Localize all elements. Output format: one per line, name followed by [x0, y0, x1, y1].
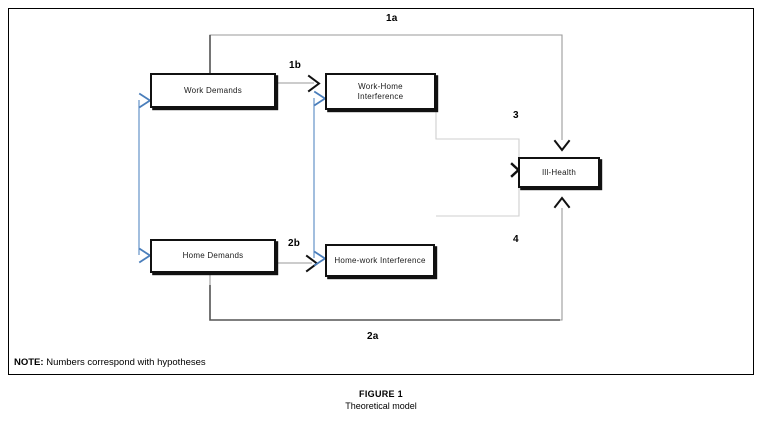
figure-caption-title: FIGURE 1	[359, 389, 403, 399]
node-home-demands-label: Home Demands	[182, 251, 244, 260]
node-home-work-interference: Home-work Interference	[325, 244, 435, 277]
figure-note: NOTE: Numbers correspond with hypotheses	[14, 357, 206, 368]
hypothesis-label-4: 4	[513, 234, 519, 245]
node-work-home-interference: Work-Home Interference	[325, 73, 436, 110]
figure-caption: FIGURE 1 Theoretical model	[0, 388, 762, 412]
figure-note-prefix: NOTE:	[14, 357, 44, 368]
hypothesis-label-3: 3	[513, 110, 519, 121]
node-whi-label-line2: Interference	[357, 91, 404, 101]
node-work-demands-label: Work Demands	[184, 85, 242, 95]
node-home-demands: Home Demands	[150, 239, 276, 273]
node-home-work-interference-label: Home-work Interference	[334, 255, 426, 265]
node-work-home-interference-label: Work-Home Interference	[358, 82, 404, 102]
node-ill-health-label: Ill-Health	[541, 167, 577, 177]
figure-caption-subtitle: Theoretical model	[345, 401, 417, 412]
hypothesis-label-2a: 2a	[367, 331, 379, 342]
node-work-demands: Work Demands	[150, 73, 276, 108]
node-whi-label-line1: Work-Home	[358, 81, 403, 91]
figure-note-text: Numbers correspond with hypotheses	[43, 357, 206, 368]
hypothesis-label-2b: 2b	[288, 238, 301, 249]
hypothesis-label-1b: 1b	[289, 60, 302, 71]
hypothesis-label-1a: 1a	[386, 13, 398, 24]
node-ill-health: Ill-Health	[518, 157, 600, 188]
figure-border-frame	[8, 8, 754, 375]
